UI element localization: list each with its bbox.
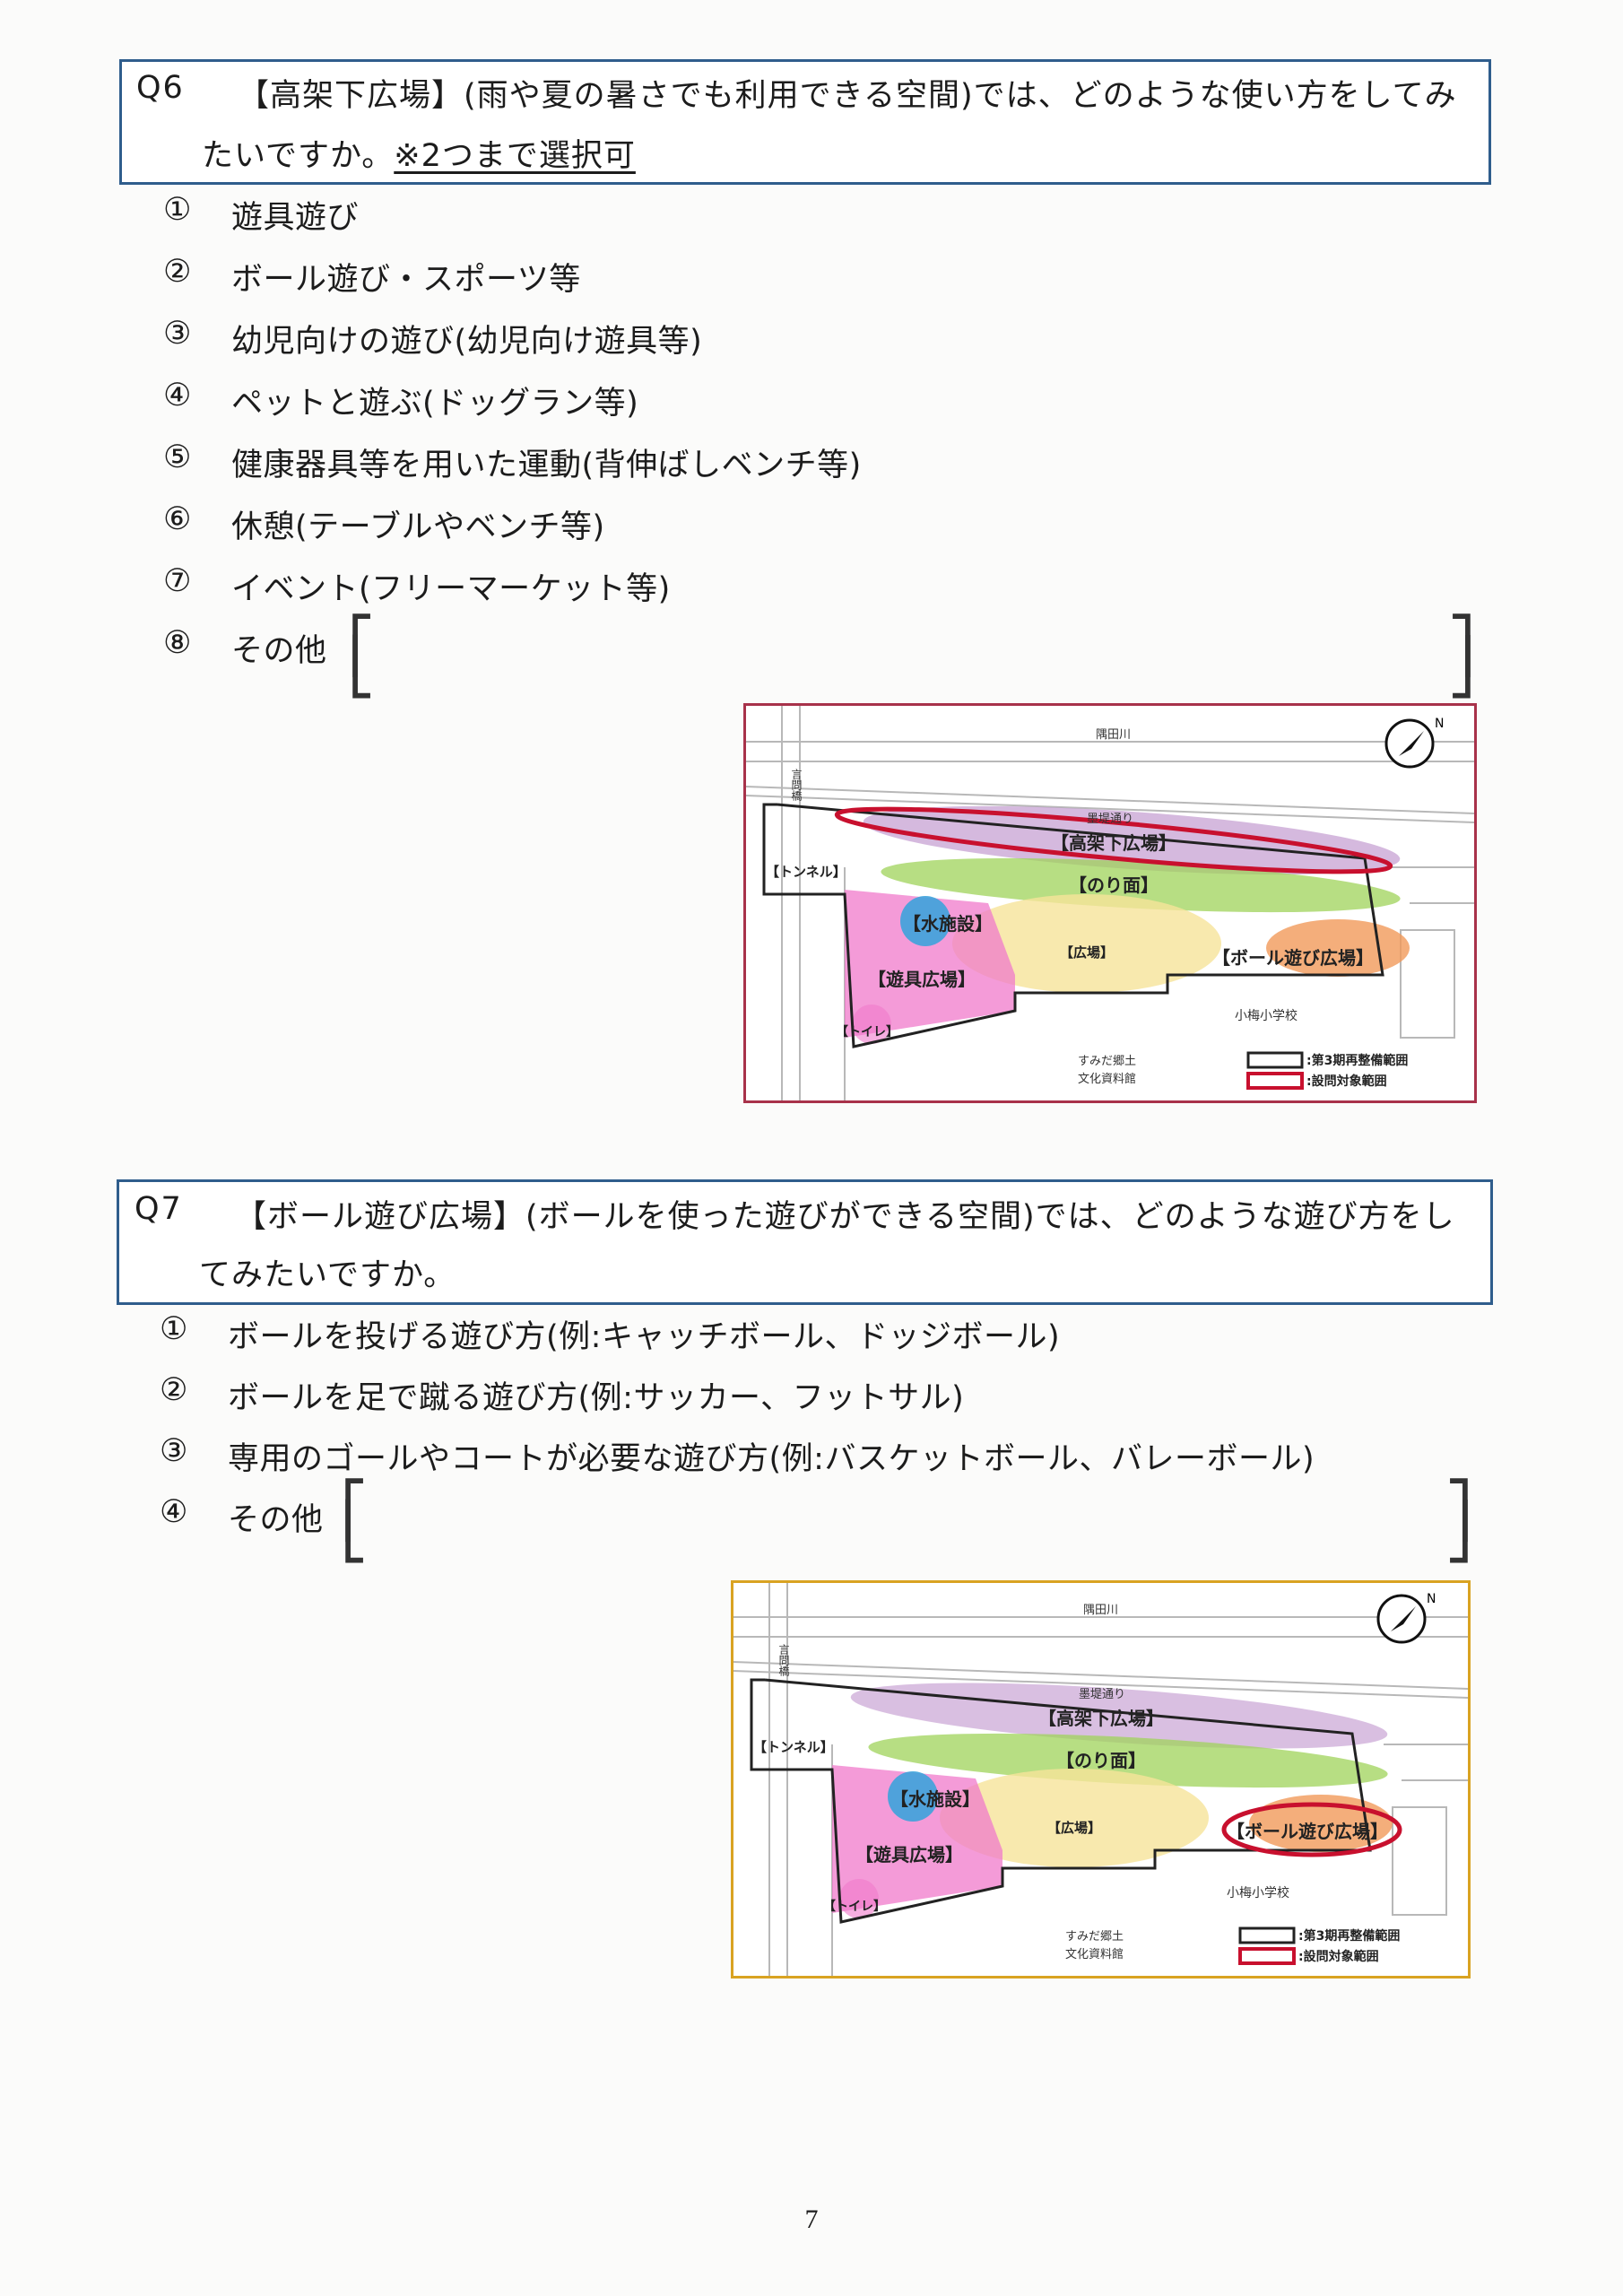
option-number: ② <box>163 254 192 290</box>
q6-map-river: 隅田川 <box>1096 728 1131 742</box>
q7-other-bracket-left-low: ⎣ <box>341 1500 368 1563</box>
option-number: ② <box>160 1372 188 1408</box>
q6-map-north: N <box>1435 717 1444 731</box>
q7-map-water: 【水施設】 <box>890 1788 980 1810</box>
q6-map-koukashita: 【高架下広場】 <box>1051 832 1176 854</box>
q7-map-toilet: 【トイレ】 <box>823 1900 886 1914</box>
q6-map-bridge: 言問橋 <box>790 769 803 802</box>
option-number: ⑧ <box>163 625 192 661</box>
option-label: 健康器具等を用いた運動(背伸ばしベンチ等) <box>231 448 862 483</box>
q6-other-bracket-right-low: ⎦ <box>1448 636 1475 699</box>
q7-map-norimen: 【のり面】 <box>1056 1750 1146 1771</box>
q7-map-museum1: すみだ郷土 <box>1065 1930 1124 1944</box>
page-number: 7 <box>804 2205 819 2234</box>
option-number: ④ <box>160 1494 188 1530</box>
q7-question-line1: 【ボール遊び広場】(ボールを使った遊びができる空間)では、どのような遊び方をし <box>235 1199 1455 1235</box>
q6-question-line1: 【高架下広場】(雨や夏の暑さでも利用できる空間)では、どのような使い方をしてみ <box>238 78 1457 114</box>
q6-selection-note: ※2つまで選択可 <box>394 138 636 174</box>
q7-number: Q7 <box>135 1191 183 1227</box>
q6-box <box>119 59 1491 185</box>
q7-map-koukashita: 【高架下広場】 <box>1038 1708 1164 1729</box>
q7-other-input[interactable] <box>369 1492 1445 1546</box>
option-number: ⑥ <box>163 501 192 537</box>
q6-map-norimen: 【のり面】 <box>1069 874 1159 896</box>
option-label: イベント(フリーマーケット等) <box>231 571 671 607</box>
q7-map-drawing: N 隅田川 墨堤通り 言問橋 【トンネル】 【高架下広場】 【のり面】 【水施設… <box>733 1583 1468 1976</box>
option-number: ③ <box>160 1433 188 1469</box>
q6-map-water: 【水施設】 <box>903 913 993 935</box>
q6-map-yugu: 【遊具広場】 <box>868 969 976 990</box>
q7-map-north: N <box>1427 1592 1436 1606</box>
q6-map-road: 墨堤通り <box>1087 813 1133 826</box>
q6-other-bracket-left: ⎡ <box>348 614 375 677</box>
q7-other-bracket-right: ⎤ <box>1445 1479 1472 1542</box>
q7-question-line2: てみたいですか。 <box>199 1257 456 1293</box>
q7-map-tunnel: 【トンネル】 <box>753 1739 834 1755</box>
option-number: ⑤ <box>163 439 192 475</box>
q7-map-river: 隅田川 <box>1083 1604 1118 1617</box>
option-label: その他 <box>231 633 327 669</box>
q6-question-text: たいですか。 <box>202 138 395 174</box>
option-label: その他 <box>228 1502 324 1538</box>
q7-map-hiroba: 【広場】 <box>1047 1820 1101 1836</box>
q7-map-yugu: 【遊具広場】 <box>855 1844 963 1866</box>
q6-map-museum2: 文化資料館 <box>1078 1073 1136 1086</box>
q7-park-map: N 隅田川 墨堤通り 言問橋 【トンネル】 【高架下広場】 【のり面】 【水施設… <box>731 1580 1471 1979</box>
option-number: ① <box>160 1311 188 1347</box>
q6-map-museum1: すみだ郷土 <box>1078 1055 1136 1068</box>
q6-number: Q6 <box>136 70 185 106</box>
q7-box <box>117 1179 1493 1305</box>
q6-map-school: 小梅小学校 <box>1235 1008 1298 1023</box>
q7-other-bracket-left: ⎡ <box>341 1479 368 1542</box>
option-number: ⑦ <box>163 563 192 599</box>
option-label: 休憩(テーブルやベンチ等) <box>231 509 605 545</box>
q6-map-hiroba: 【広場】 <box>1060 944 1114 961</box>
q6-map-legend2: :設問対象範囲 <box>1306 1074 1387 1089</box>
q7-map-legend1: :第3期再整備範囲 <box>1298 1928 1400 1944</box>
q6-other-bracket-left-low: ⎣ <box>348 636 375 699</box>
q6-map-toilet: 【トイレ】 <box>836 1025 898 1039</box>
option-label: ボールを足で蹴る遊び方(例:サッカー、フットサル) <box>228 1380 965 1416</box>
q7-map-ball: 【ボール遊び広場】 <box>1227 1821 1388 1842</box>
option-number: ④ <box>163 378 192 413</box>
q7-map-museum2: 文化資料館 <box>1065 1948 1124 1961</box>
option-label: ボール遊び・スポーツ等 <box>231 262 581 298</box>
q6-map-tunnel: 【トンネル】 <box>766 864 846 880</box>
q6-park-map: N 隅田川 墨堤通り 言問橋 【トンネル】 【高架下広場】 【のり面】 【水施設… <box>743 703 1477 1103</box>
q6-question-line2: たいですか。※2つまで選択可 <box>202 130 636 176</box>
option-label: 幼児向けの遊び(幼児向け遊具等) <box>231 324 703 360</box>
q6-map-drawing: N 隅田川 墨堤通り 言問橋 【トンネル】 【高架下広場】 【のり面】 【水施設… <box>746 706 1474 1100</box>
q6-map-legend1: :第3期再整備範囲 <box>1306 1053 1408 1068</box>
option-label: 遊具遊び <box>231 200 360 236</box>
q7-map-legend2: :設問対象範囲 <box>1298 1949 1379 1964</box>
q7-map-bridge: 言問橋 <box>777 1644 790 1677</box>
option-label: ボールを投げる遊び方(例:キャッチボール、ドッジボール) <box>228 1319 1061 1355</box>
q7-other-bracket-right-low: ⎦ <box>1445 1500 1472 1563</box>
q7-map-road: 墨堤通り <box>1079 1688 1125 1701</box>
option-label: 専用のゴールやコートが必要な遊び方(例:バスケットボール、バレーボール) <box>228 1441 1315 1477</box>
q6-other-bracket-right: ⎤ <box>1448 614 1475 677</box>
q7-map-school: 小梅小学校 <box>1227 1885 1289 1900</box>
q6-other-input[interactable] <box>377 628 1453 682</box>
option-number: ① <box>163 192 192 228</box>
option-number: ③ <box>163 316 192 352</box>
q6-map-ball: 【ボール遊び広場】 <box>1212 947 1374 969</box>
option-label: ペットと遊ぶ(ドッグラン等) <box>231 386 639 422</box>
